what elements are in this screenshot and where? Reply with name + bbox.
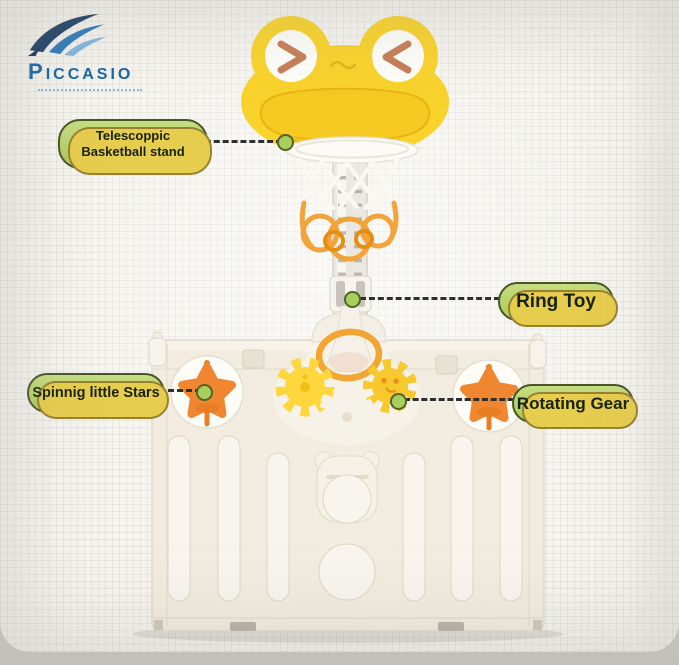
callout-line-stars [159, 389, 201, 392]
callout-line-ring-toy [360, 297, 500, 300]
callout-label-gear: Rotating Gear [512, 384, 638, 429]
gear-yellow-left [275, 357, 335, 417]
callout-label-stars: Spinnig little Stars [27, 373, 169, 419]
frog-backboard [241, 16, 449, 159]
fence-post-left [148, 337, 167, 367]
frog-nose [329, 61, 357, 70]
fence-post-right [529, 339, 547, 369]
callout-telescopic-line1: Telescoppic [95, 127, 171, 143]
fence-slot [167, 435, 191, 602]
callout-dot-telescopic [277, 134, 294, 151]
bear-cutout [314, 451, 380, 524]
ring-toss-cone [326, 305, 374, 373]
fence-slot [402, 452, 426, 602]
fence-foot [230, 622, 256, 631]
frog-left-eye [265, 30, 317, 82]
fence-foot [438, 622, 464, 631]
fence-round-hole [318, 543, 376, 601]
callout-dot-gear [390, 393, 407, 410]
basketball-net [297, 156, 400, 262]
star-knob-right [460, 364, 518, 431]
fence-slot [266, 452, 290, 602]
fence-square-hole-right [435, 355, 458, 375]
basketball-rim [285, 136, 419, 164]
frog-mouth [259, 87, 431, 142]
fence-slot [450, 435, 474, 602]
callout-line-telescopic [196, 140, 282, 143]
fence-slot [217, 435, 241, 602]
orange-ring [315, 328, 383, 382]
fence-square-hole-left [242, 349, 265, 369]
wave-logo-icon [27, 13, 107, 56]
callout-dot-stars [196, 384, 213, 401]
brand-underline-dots [38, 86, 142, 91]
fence-slot [499, 435, 523, 602]
gear-white-center [317, 387, 377, 447]
callout-telescopic-line2: Basketball stand [81, 144, 185, 159]
callout-line-gear [404, 398, 514, 401]
frog-right-eye [372, 30, 424, 82]
playpen-fence [148, 331, 547, 632]
callout-dot-ring-toy [344, 291, 361, 308]
brand-name: PICCASIO [28, 59, 134, 84]
callout-label-ring-toy: Ring Toy [498, 282, 618, 327]
brand-logo: PICCASIO [26, 12, 142, 91]
callout-label-telescopic: Telescoppic Basketball stand [58, 119, 212, 175]
